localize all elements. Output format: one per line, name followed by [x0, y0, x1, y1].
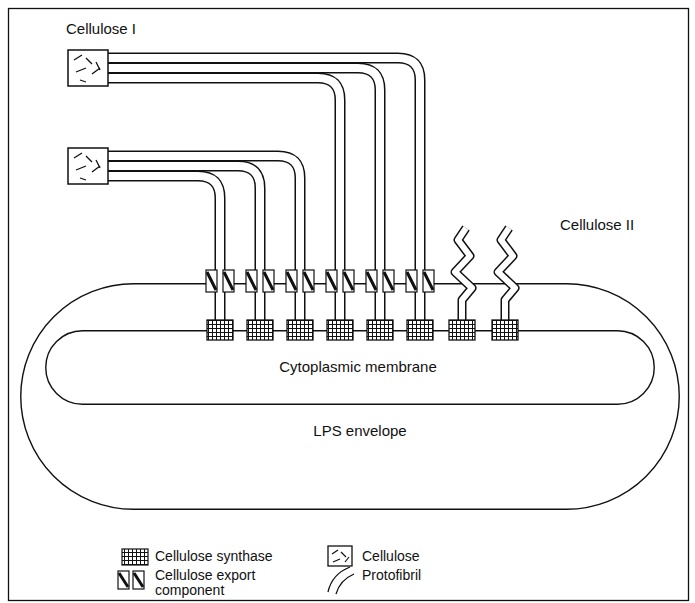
capsule-outline — [20, 283, 680, 510]
legend-text: Protofibril — [362, 568, 421, 583]
envelope-capsule: LPS envelope Cytoplasmic membrane — [20, 283, 680, 510]
cellulose-synthase — [207, 320, 518, 340]
frame-border — [9, 9, 689, 601]
membrane-capsule: Cytoplasmic membrane — [45, 330, 655, 405]
legend-text: Cellulose synthase — [155, 549, 273, 564]
membrane-label: LPS envelope — [313, 422, 406, 439]
protofibril-tubes — [106, 58, 515, 322]
membrane-label: Cytoplasmic membrane — [279, 358, 437, 375]
part-label: Cellulose II — [560, 216, 634, 233]
part-label: Cellulose I — [66, 20, 136, 37]
export-component — [206, 270, 434, 292]
legend-text: Cellulose export component — [155, 568, 280, 597]
cellulose-box — [68, 50, 108, 184]
capsule-line — [21, 284, 680, 510]
legend-text: Cellulose — [362, 549, 420, 564]
capsule-line — [46, 331, 655, 405]
